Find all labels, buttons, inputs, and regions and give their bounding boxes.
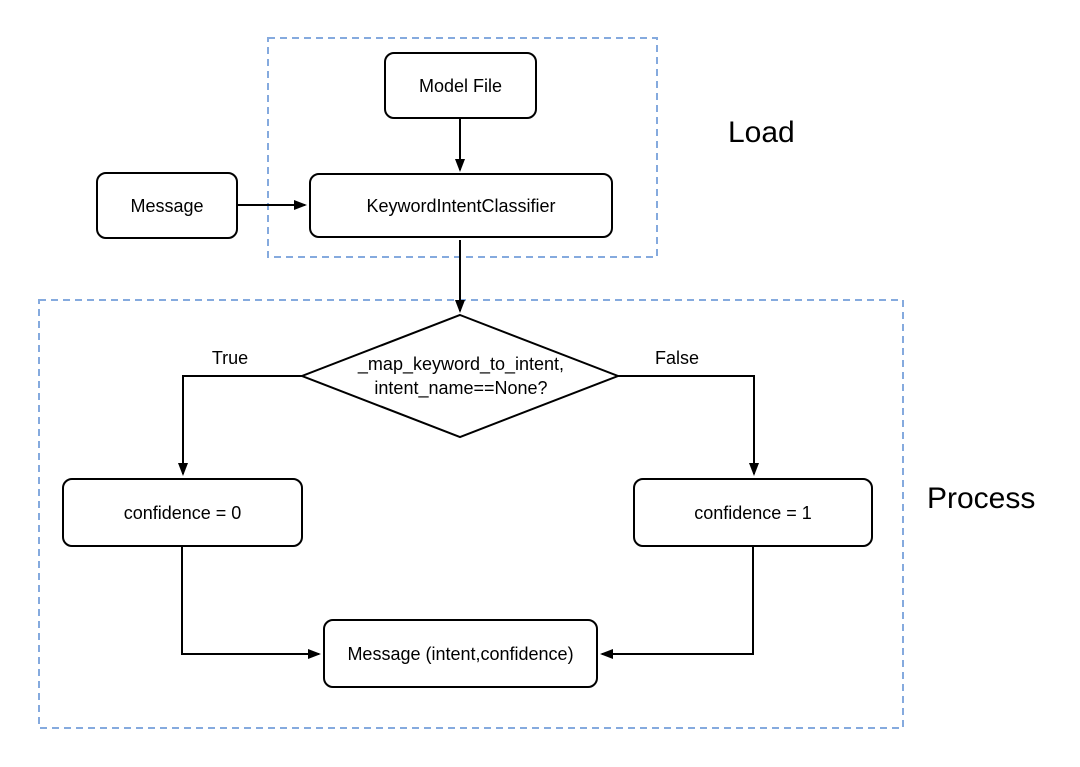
edge-confidence-1-to-message-out	[600, 547, 754, 659]
process-group-border	[38, 299, 904, 729]
edge-confidence-0-to-message-out	[181, 547, 321, 659]
edge-decision-false-to-confidence-1	[618, 375, 759, 476]
node-keyword-intent-classifier-label: KeywordIntentClassifier	[366, 195, 556, 216]
node-message-input: Message	[96, 172, 238, 239]
node-confidence-1: confidence = 1	[633, 478, 873, 547]
decision-diamond-shape	[299, 313, 621, 439]
node-keyword-intent-classifier: KeywordIntentClassifier	[309, 173, 613, 238]
load-group-label: Load	[728, 116, 795, 149]
process-group-label: Process	[927, 482, 1036, 515]
decision-label-line2: intent_name==None?	[374, 378, 548, 398]
decision-label-line1: _map_keyword_to_intent,	[357, 354, 565, 374]
node-confidence-0-label: confidence = 0	[123, 502, 242, 523]
decision-diamond-label: _map_keyword_to_intent, intent_name==Non…	[320, 352, 602, 400]
node-message-input-label: Message	[130, 195, 204, 216]
load-group-border	[267, 37, 658, 258]
branch-label-true: True	[211, 348, 249, 368]
node-message-output: Message (intent,confidence)	[323, 619, 598, 688]
node-model-file: Model File	[384, 52, 537, 119]
node-model-file-label: Model File	[418, 75, 503, 96]
node-confidence-1-label: confidence = 1	[694, 502, 812, 523]
edge-decision-true-to-confidence-0	[178, 375, 302, 476]
node-confidence-0: confidence = 0	[62, 478, 303, 547]
branch-label-false: False	[654, 348, 699, 368]
node-message-output-label: Message (intent,confidence)	[347, 643, 574, 664]
